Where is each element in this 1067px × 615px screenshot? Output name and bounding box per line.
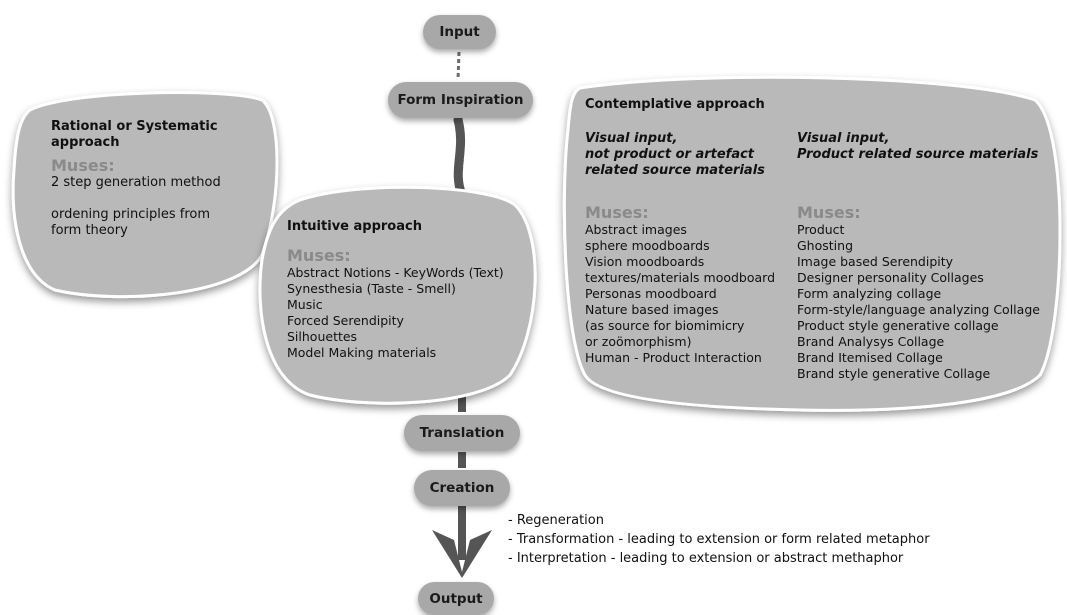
- intuitive-item: Forced Serendipity: [287, 313, 404, 328]
- rational-approach: Rational or Systematic approach Muses: 2…: [51, 119, 251, 239]
- contemplative-right-item: Ghosting: [797, 238, 853, 253]
- contemplative-right-item: Brand Analysys Collage: [797, 334, 945, 349]
- rational-item: [51, 191, 251, 207]
- contemplative-right-item: Image based Serendipity: [797, 254, 954, 269]
- creation-note: - Transformation - leading to extension …: [508, 532, 930, 547]
- rational-blob: [11, 91, 279, 299]
- creation-note: - Interpretation - leading to extension …: [508, 551, 904, 566]
- contemplative-right-item: Brand style generative Collage: [797, 366, 991, 381]
- rational-item: form theory: [51, 223, 128, 238]
- contemplative-left-item: Vision moodboards: [585, 254, 705, 269]
- contemplative-right-muses-label: Muses:: [797, 203, 861, 222]
- rational-title: Rational or Systematic approach: [51, 119, 218, 150]
- form-inspiration-node: Form Inspiration: [388, 82, 533, 118]
- intuitive-item: Music: [287, 297, 323, 312]
- rational-item: 2 step generation method: [51, 175, 221, 190]
- intuitive-title: Intuitive approach: [287, 219, 422, 234]
- contemplative-right-item: Designer personality Collages: [797, 270, 984, 285]
- input-node: Input: [423, 15, 496, 49]
- contemplative-title: Contemplative approach: [585, 97, 765, 112]
- contemplative-right-item: Form-style/language analyzing Collage: [797, 302, 1040, 317]
- intuitive-item: Silhouettes: [287, 329, 358, 344]
- contemplative-left-item: (as source for biomimicry: [585, 318, 745, 333]
- intuitive-muses-label: Muses:: [287, 246, 351, 265]
- contemplative-left-heading: Visual input, not product or artefact re…: [585, 131, 765, 178]
- intuitive-item: Abstract Notions - KeyWords (Text): [287, 265, 504, 280]
- contemplative-right-item: Brand Itemised Collage: [797, 350, 943, 365]
- contemplative-left-item: Human - Product Interaction: [585, 350, 762, 365]
- creation-node: Creation: [414, 470, 510, 506]
- contemplative-right-item: Product style generative collage: [797, 318, 999, 333]
- translation-node: Translation: [404, 415, 520, 451]
- contemplative-left-item: sphere moodboards: [585, 238, 710, 253]
- contemplative-blob: [562, 75, 1062, 412]
- contemplative-left-item: Abstract images: [585, 222, 687, 237]
- rational-item: ordening principles from: [51, 207, 211, 222]
- contemplative-left-muses-label: Muses:: [585, 203, 649, 222]
- rational-muses-label: Muses:: [51, 156, 115, 175]
- contemplative-left-item: Personas moodboard: [585, 286, 717, 301]
- intuitive-blob: [258, 185, 537, 405]
- contemplative-right-item: Product: [797, 222, 845, 237]
- intuitive-item: Model Making materials: [287, 345, 437, 360]
- intuitive-approach: Intuitive approach Muses: Abstract Notio…: [287, 219, 527, 361]
- creation-notes: - Regeneration - Transformation - leadin…: [508, 511, 930, 568]
- contemplative-right: Visual input, Product related source mat…: [797, 131, 1057, 382]
- output-node: Output: [418, 582, 494, 615]
- intuitive-item: Synesthesia (Taste - Smell): [287, 281, 456, 296]
- contemplative-left: Visual input, not product or artefact re…: [585, 131, 790, 366]
- contemplative-right-item: Form analyzing collage: [797, 286, 942, 301]
- contemplative-left-item: textures/materials moodboard: [585, 270, 776, 285]
- contemplative-right-heading: Visual input, Product related source mat…: [797, 131, 1039, 162]
- contemplative-left-item: or zoömorphism): [585, 334, 692, 349]
- contemplative-left-item: Nature based images: [585, 302, 719, 317]
- arrow-down-icon: [432, 530, 492, 578]
- creation-note: - Regeneration: [508, 513, 604, 528]
